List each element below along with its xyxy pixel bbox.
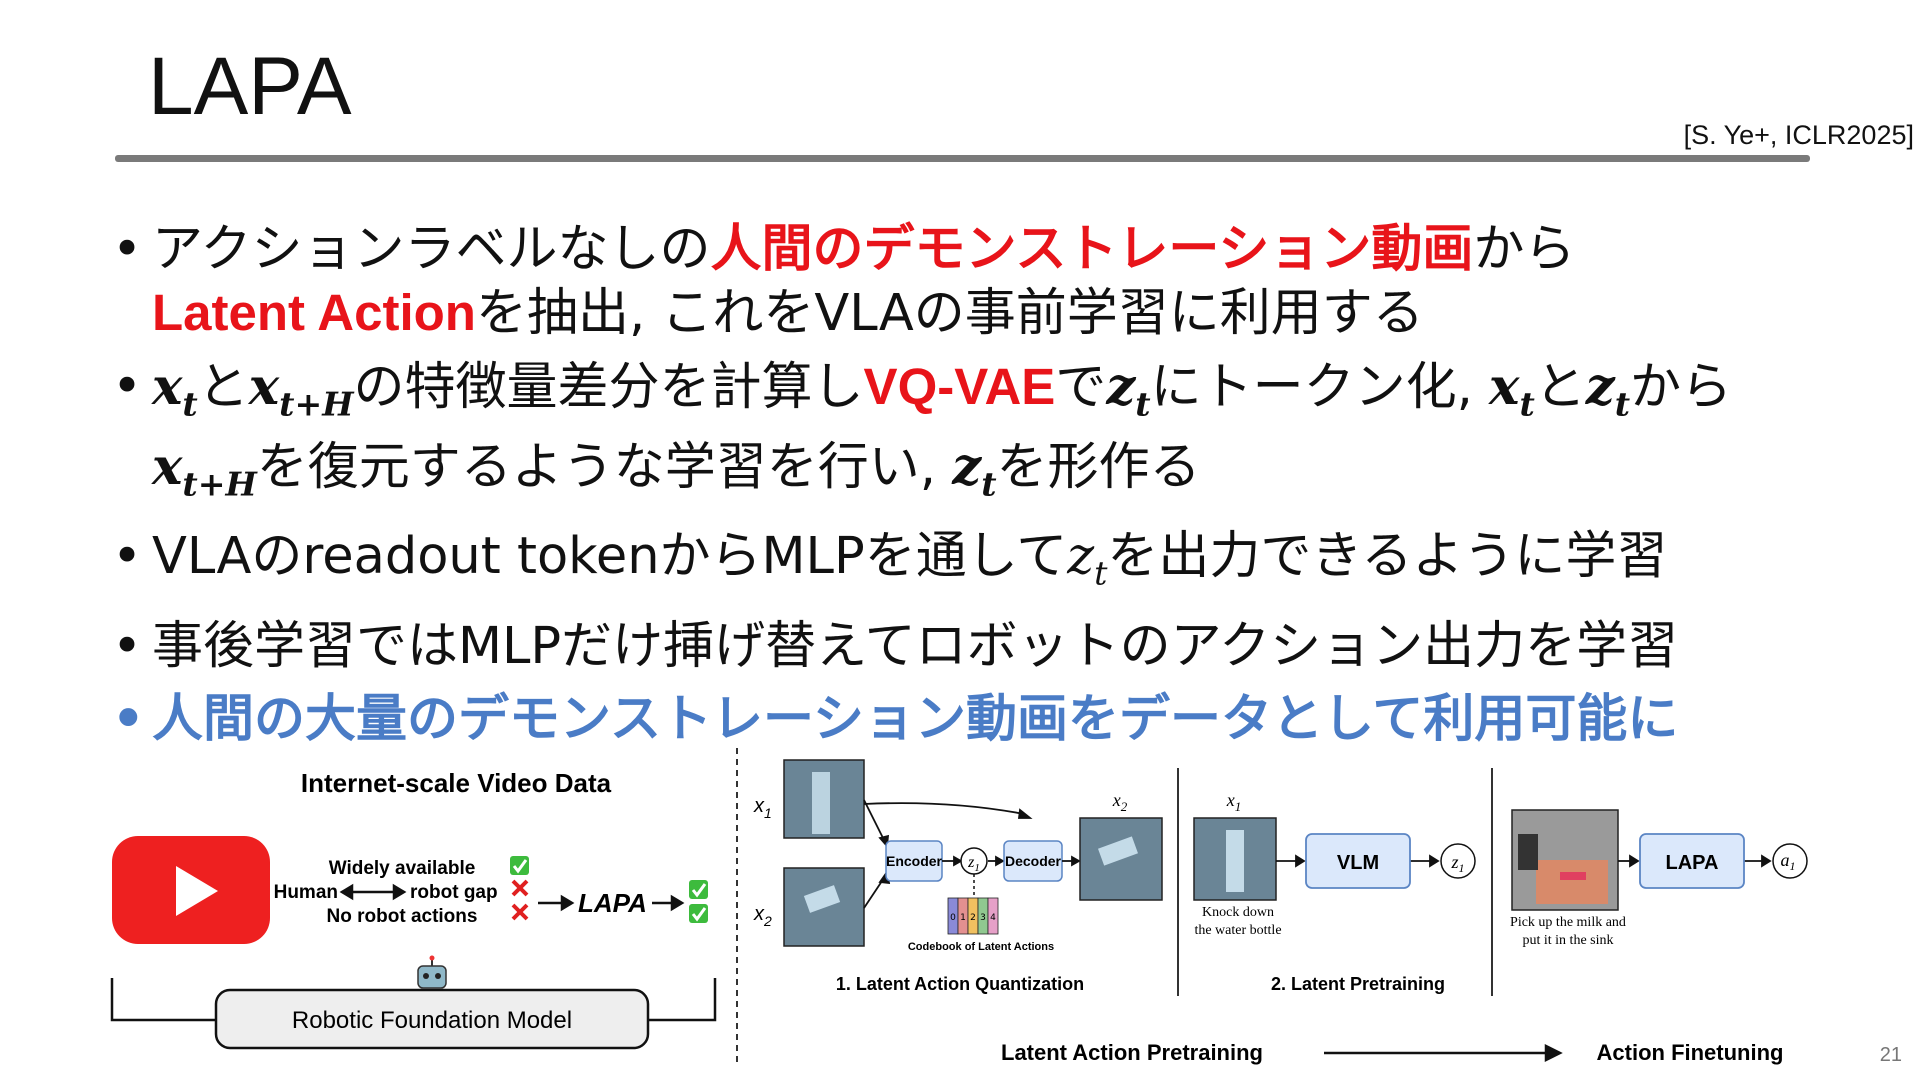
x2-output-label: x2 xyxy=(1112,790,1128,814)
arrow-icon xyxy=(538,894,575,912)
robotic-foundation-model-label: Robotic Foundation Model xyxy=(292,1007,572,1034)
sink-shape xyxy=(1536,860,1608,904)
x2-label: x2 xyxy=(753,903,772,929)
codebook-label: Codebook of Latent Actions xyxy=(908,941,1054,953)
highlight-latent-action: Latent Action xyxy=(152,284,476,341)
latent-z1-output-node xyxy=(1440,843,1476,879)
math-z-t: zt xyxy=(1585,357,1631,424)
page-title: LAPA xyxy=(148,41,352,132)
robotic-foundation-model-box xyxy=(214,988,650,1050)
knock-caption-1: Knock down xyxy=(1202,905,1274,920)
bullet-dot: • xyxy=(112,220,143,279)
encoder-label: Encoder xyxy=(886,853,943,869)
check-icon xyxy=(689,904,708,923)
cross-icon xyxy=(511,879,529,897)
svg-text:Human: Human xyxy=(274,882,338,903)
bullet-dot: • xyxy=(112,616,143,676)
knock-caption-2: the water bottle xyxy=(1194,923,1281,938)
bottle-shape xyxy=(803,885,841,913)
z1-output-label: z1 xyxy=(1450,852,1464,875)
pick-caption-2: put it in the sink xyxy=(1523,933,1614,948)
arrow-icon xyxy=(942,855,1005,867)
svg-text:3: 3 xyxy=(980,913,986,923)
quantization-caption: 1. Latent Action Quantization xyxy=(836,974,1084,994)
no-robot-actions-label: No robot actions xyxy=(327,906,478,927)
math-z-t: zt xyxy=(952,436,997,504)
pretraining-caption: 2. Latent Pretraining xyxy=(1271,974,1445,994)
bullet-2: • xtとxt+Hの特徴量差分を計算しVQ-VAEでztにトークン化, xtとz… xyxy=(112,357,1733,504)
a1-label: a1 xyxy=(1781,850,1796,873)
pick-caption-1: Pick up the milk and xyxy=(1510,915,1626,930)
action-a1-node xyxy=(1772,843,1808,879)
z1-label: z1 xyxy=(967,854,980,874)
bullet-dot: • xyxy=(112,689,145,749)
lapa-box xyxy=(1639,833,1745,889)
bullet-4: • 事後学習ではMLPだけ挿げ替えてロボットのアクション出力を学習 xyxy=(112,616,1679,676)
robot-arm-shape xyxy=(1518,834,1538,870)
x1-pretrain-label: x1 xyxy=(1226,790,1242,814)
arrow-icon xyxy=(652,894,685,912)
bracket-line xyxy=(110,978,717,1022)
title-rule xyxy=(115,155,1810,162)
widely-available-label: Widely available xyxy=(329,858,476,879)
svg-text:2: 2 xyxy=(970,913,976,923)
left-panel-title: Internet-scale Video Data xyxy=(301,768,612,798)
bottle-shape xyxy=(1226,830,1244,892)
vlm-label: VLM xyxy=(1337,852,1379,874)
codebook-bars: 0 1 2 3 4 xyxy=(947,897,999,935)
bullet-3: • VLAのreadout tokenからMLPを通してztを出力できるように学… xyxy=(112,527,1668,593)
math-x-t-plus-h: xt+H xyxy=(152,436,257,504)
bullet-5: • 人間の大量のデモンストレーション動画をデータとして利用可能に xyxy=(112,689,1679,749)
stage-arrow-icon xyxy=(1324,1043,1563,1063)
decoder-label: Decoder xyxy=(1005,853,1062,869)
double-arrow-icon xyxy=(339,883,407,901)
svg-text:robot gap: robot gap xyxy=(410,882,498,903)
math-x-t: xt xyxy=(1489,357,1535,424)
highlight-vqvae: VQ-VAE xyxy=(863,358,1056,415)
math-z-t: zt xyxy=(1067,527,1108,593)
math-x-t-plus-h: xt+H xyxy=(248,357,354,424)
bottle-shape xyxy=(1098,836,1138,866)
lapa-figure: Internet-scale Video Data Widely availab… xyxy=(110,748,1808,1065)
stage-pretraining-label: Latent Action Pretraining xyxy=(1001,1040,1263,1065)
bullet-list: • アクションラベルなしの人間のデモンストレーション動画から Latent Ac… xyxy=(112,218,1912,761)
arrow-icon xyxy=(1618,854,1772,868)
milk-shape xyxy=(1560,872,1586,880)
svg-text:0: 0 xyxy=(950,913,956,923)
math-z-t: zt xyxy=(1106,357,1151,424)
cross-icon xyxy=(511,903,529,921)
frame-image-x2 xyxy=(783,867,865,947)
citation: [S. Ye+, ICLR2025] xyxy=(1683,120,1914,150)
check-icon xyxy=(689,880,708,899)
bullet-1: • アクションラベルなしの人間のデモンストレーション動画から Latent Ac… xyxy=(112,220,1576,343)
human-robot-gap-label: Human robot gap xyxy=(274,882,498,903)
check-icon xyxy=(510,856,529,875)
x1-label: x1 xyxy=(753,795,772,821)
lapa-label: LAPA xyxy=(578,888,647,918)
stage-finetuning-label: Action Finetuning xyxy=(1597,1040,1784,1065)
lapa-box-label: LAPA xyxy=(1666,852,1719,874)
bullet-dot: • xyxy=(112,527,143,587)
arrow-icon xyxy=(863,799,1033,909)
youtube-logo xyxy=(112,836,270,944)
highlight-human-demo: 人間のデモンストレーション動画 xyxy=(710,220,1474,279)
bullet-dot: • xyxy=(112,357,143,416)
arrow-icon xyxy=(1276,854,1440,868)
svg-text:1: 1 xyxy=(960,913,966,923)
bottle-shape xyxy=(812,772,830,834)
arrow-icon xyxy=(1062,855,1081,867)
robot-icon xyxy=(417,955,447,989)
page-number: 21 xyxy=(1879,1044,1902,1066)
vlm-box xyxy=(1305,833,1411,889)
svg-text:4: 4 xyxy=(990,913,996,923)
math-x-t: xt xyxy=(152,357,198,424)
